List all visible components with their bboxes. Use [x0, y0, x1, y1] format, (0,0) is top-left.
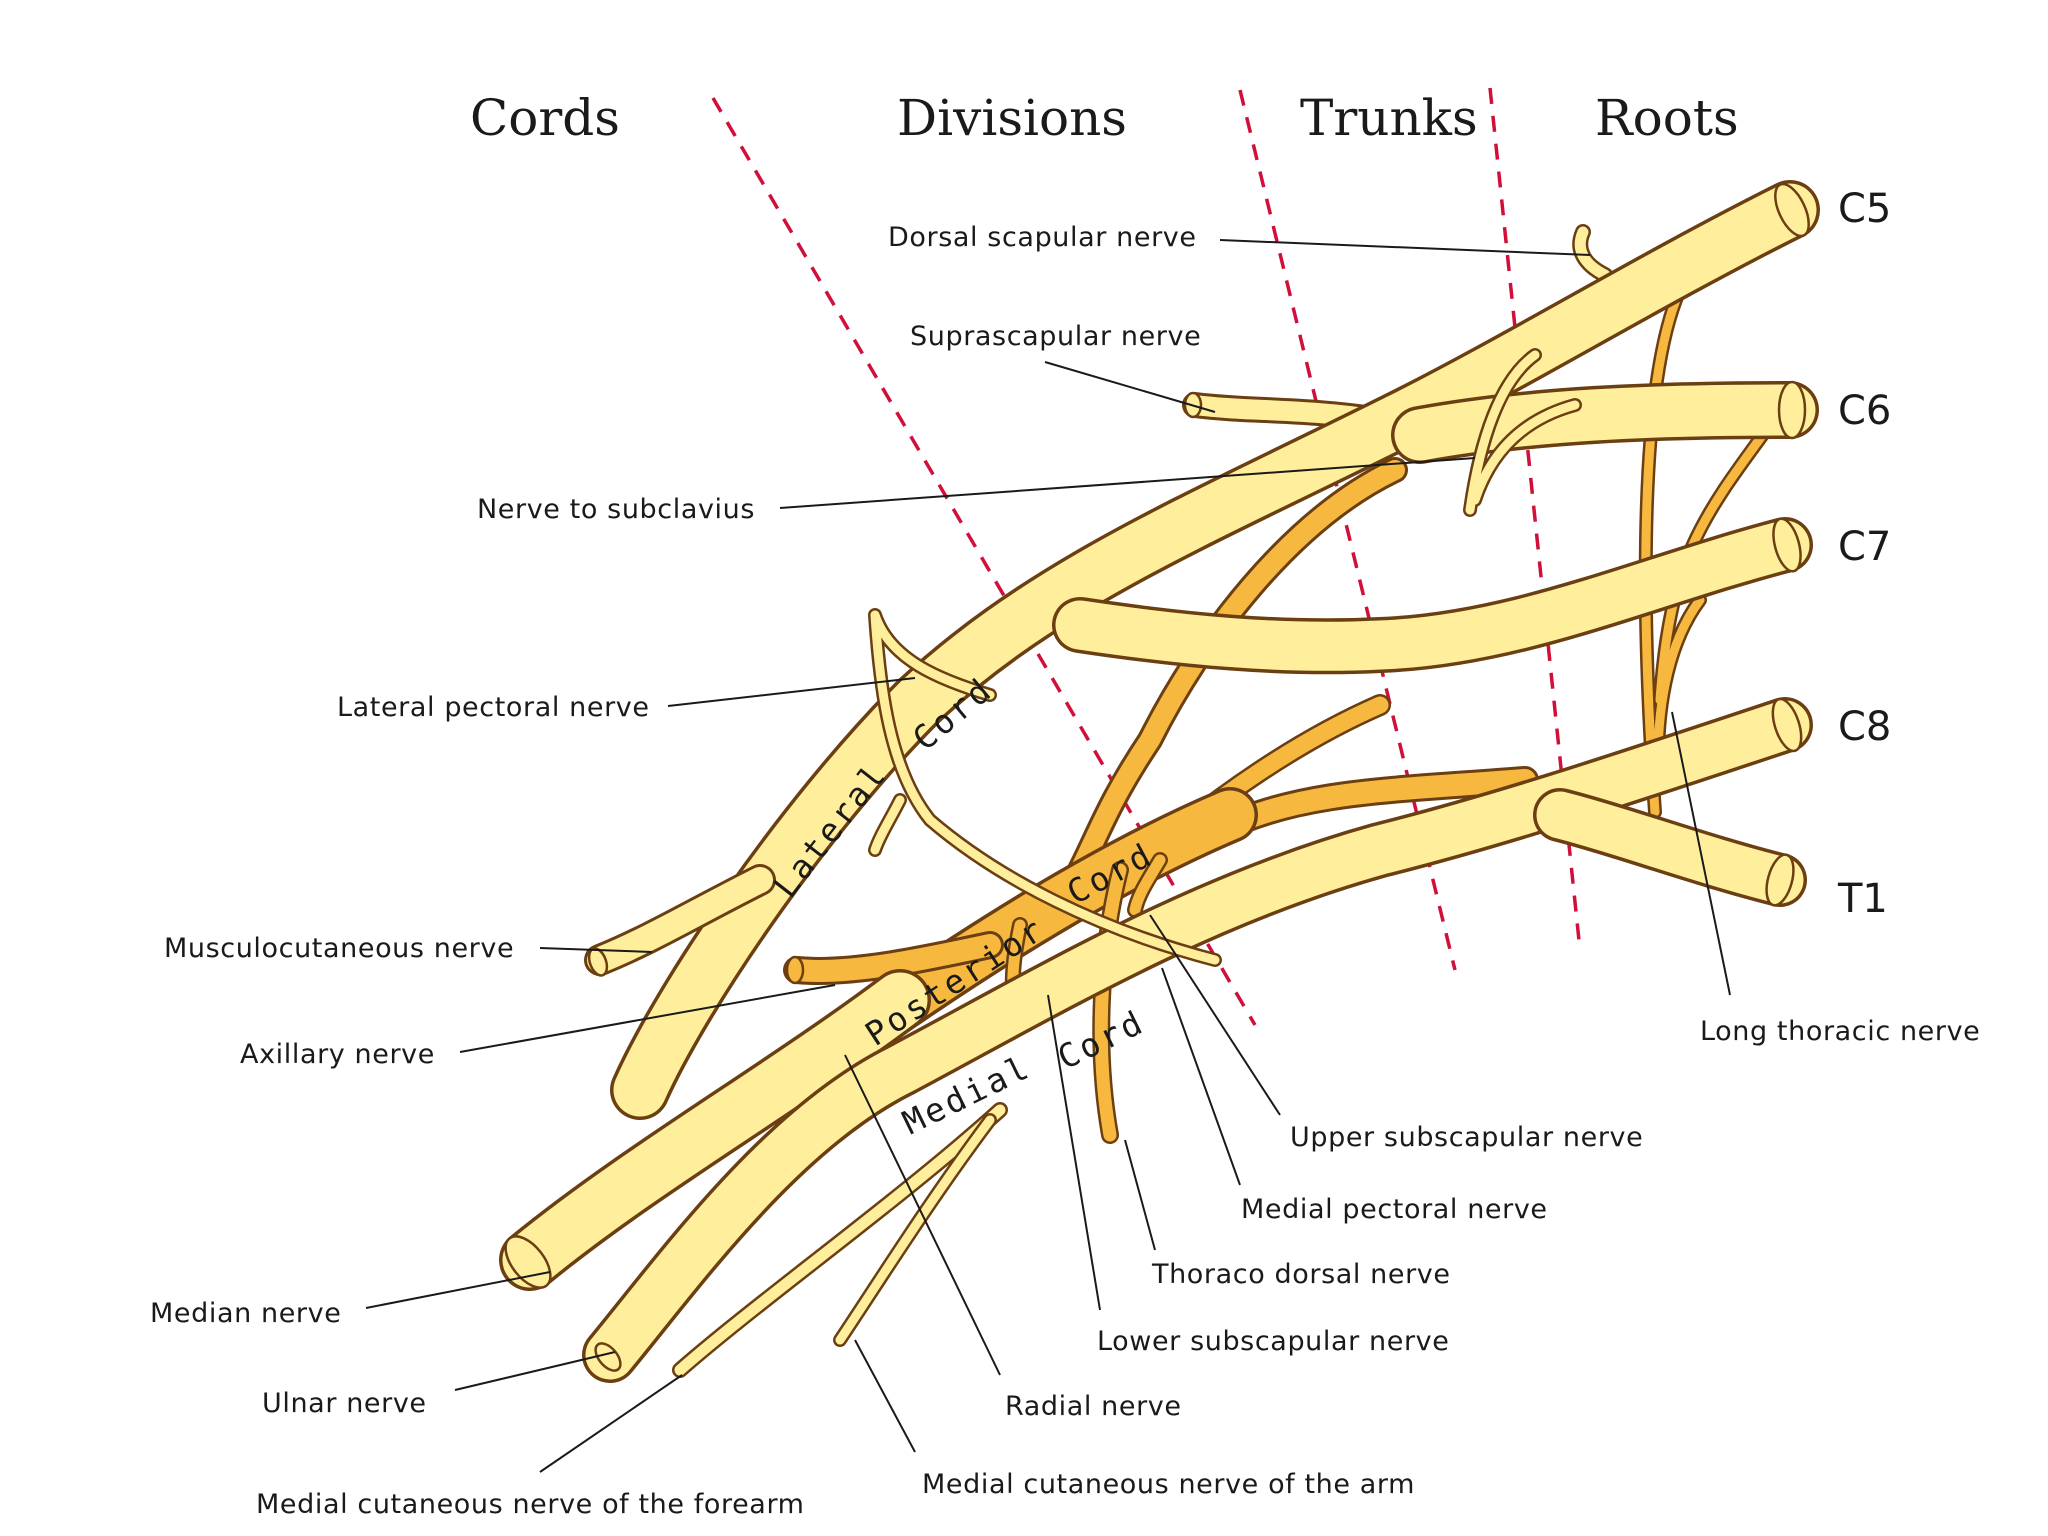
- subclavius-nerve-shape: [1463, 348, 1582, 517]
- label-ulnar-nerve: Ulnar nerve: [262, 1388, 427, 1419]
- label-long-thoracic-nerve: Long thoracic nerve: [1700, 1016, 1980, 1047]
- divider-divisions-trunks: [1238, 89, 1457, 971]
- region-labels: Cords Divisions Trunks Roots: [470, 89, 1739, 147]
- upper-trunk-lateral-cord-shape: [499, 180, 1820, 1291]
- leader-lower-subscapular: [1047, 994, 1101, 1311]
- leader-long-thoracic: [1671, 711, 1731, 996]
- leader-musculocutaneous: [539, 947, 653, 953]
- leader-medial-pectoral: [1161, 967, 1241, 1186]
- label-radial-nerve: Radial nerve: [1005, 1391, 1182, 1422]
- dorsal-scapular-nerve-shape: [1572, 224, 1613, 283]
- label-medial-pectoral-nerve: Medial pectoral nerve: [1241, 1194, 1548, 1225]
- label-lateral-pectoral-nerve: Lateral pectoral nerve: [337, 692, 650, 723]
- root-label-c8: C8: [1838, 704, 1891, 750]
- label-medial-cutaneous-nerve-forearm: Medial cutaneous nerve of the forearm: [256, 1489, 805, 1520]
- lower-trunk-medial-cord-shape: [582, 697, 1813, 1383]
- leader-dorsal-scapular: [1219, 239, 1591, 256]
- leader-subclavius: [779, 457, 1476, 509]
- root-label-c7: C7: [1838, 524, 1891, 570]
- label-lower-subscapular-nerve: Lower subscapular nerve: [1097, 1326, 1449, 1357]
- leader-suprascapular: [1044, 361, 1216, 413]
- region-label-cords: Cords: [470, 89, 620, 147]
- label-nerve-to-subclavius: Nerve to subclavius: [477, 494, 755, 525]
- middle-trunk-shape: [1052, 517, 1813, 675]
- leader-radial: [844, 1054, 1001, 1376]
- root-label-t1: T1: [1837, 876, 1888, 922]
- label-medial-cutaneous-nerve-arm: Medial cutaneous nerve of the arm: [922, 1469, 1415, 1500]
- divider-trunks-roots: [1488, 87, 1582, 951]
- leader-lateral-pectoral: [667, 677, 916, 707]
- label-suprascapular-nerve: Suprascapular nerve: [910, 321, 1201, 352]
- nerve-network: [499, 180, 1820, 1383]
- label-axillary-nerve: Axillary nerve: [240, 1039, 435, 1070]
- region-label-divisions: Divisions: [897, 89, 1127, 147]
- leader-lines: [365, 239, 1731, 1473]
- nerve-labels: Dorsal scapular nerve Suprascapular nerv…: [150, 222, 1980, 1520]
- leader-ulnar: [454, 1351, 616, 1391]
- region-label-roots: Roots: [1595, 89, 1739, 147]
- leader-median: [365, 1271, 551, 1309]
- long-thoracic-nerve-shape: [1638, 283, 1777, 819]
- leader-thoracodorsal: [1124, 1139, 1156, 1251]
- label-dorsal-scapular-nerve: Dorsal scapular nerve: [888, 222, 1197, 253]
- label-thoracodorsal-nerve: Thoraco dorsal nerve: [1151, 1259, 1451, 1290]
- leader-axillary: [459, 984, 836, 1053]
- label-upper-subscapular-nerve: Upper subscapular nerve: [1290, 1122, 1643, 1153]
- leader-upper-subscapular: [1149, 914, 1281, 1116]
- root-label-c5: C5: [1838, 186, 1891, 232]
- leader-med-cut-forearm: [539, 1374, 683, 1473]
- root-labels: C5 C6 C7 C8 T1: [1837, 186, 1891, 922]
- root-label-c6: C6: [1838, 388, 1891, 434]
- label-musculocutaneous-nerve: Musculocutaneous nerve: [164, 933, 514, 964]
- region-dividers: [711, 87, 1582, 1026]
- region-label-trunks: Trunks: [1300, 89, 1478, 147]
- divider-cords-divisions: [711, 97, 1257, 1026]
- label-median-nerve: Median nerve: [150, 1298, 341, 1329]
- leader-med-cut-arm: [854, 1339, 916, 1453]
- pectoral-loop-shape: [868, 608, 1222, 967]
